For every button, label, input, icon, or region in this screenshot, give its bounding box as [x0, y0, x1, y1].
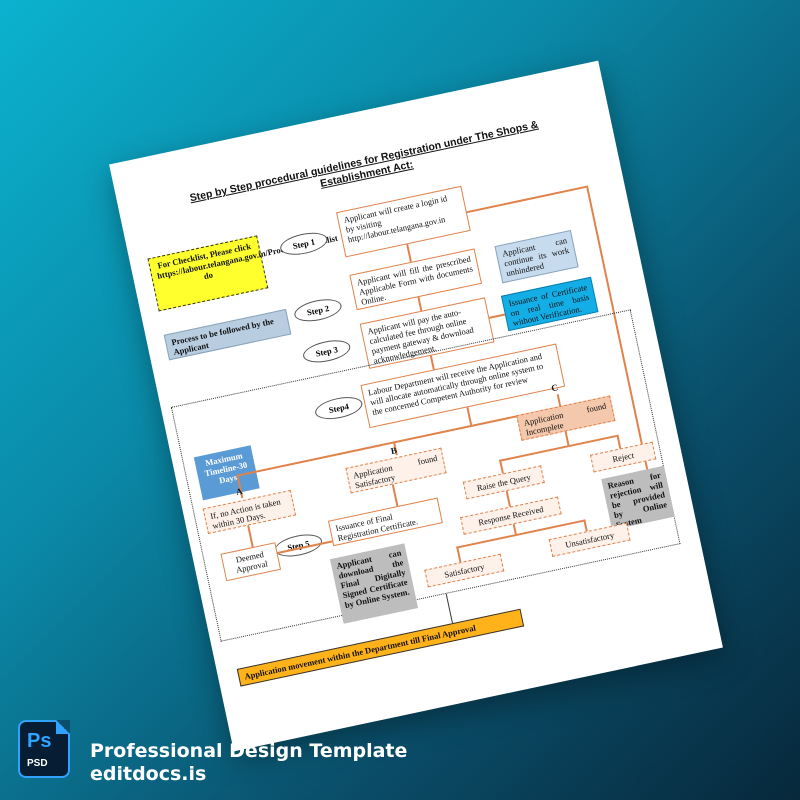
continue-work-note: Applicant can continue its work unhinder… — [494, 229, 579, 284]
step3-oval: Step 3 — [301, 336, 353, 367]
process-label: Process to be followed by the Applicant — [163, 308, 292, 361]
photoshop-icon: Ps PSD — [18, 720, 70, 778]
step1-box: Applicant will create a login id by visi… — [336, 185, 471, 258]
connector-to-movement — [445, 593, 454, 624]
ps-letters: Ps — [27, 730, 52, 752]
branch-a-label: A — [234, 486, 244, 498]
top-return-line — [466, 185, 587, 213]
brand-title: Professional Design Template — [90, 740, 408, 762]
document-page: Step by Step procedural guidelines for R… — [109, 60, 723, 752]
step1-oval: Step 1 — [278, 229, 330, 259]
step2-box: Applicant will fill the prescribed Appli… — [349, 248, 482, 311]
connector-1-2 — [406, 244, 412, 263]
download-certificate-note: Applicant can download the Final Digital… — [329, 543, 419, 624]
brand-site[interactable]: editdocs.is — [90, 763, 207, 785]
step2-oval: Step 2 — [292, 295, 344, 326]
connector-realtime — [489, 313, 506, 319]
psd-label: PSD — [27, 758, 48, 769]
checklist-note[interactable]: For Checklist, Please click https://labo… — [147, 233, 339, 312]
connector-2-3 — [417, 297, 422, 312]
